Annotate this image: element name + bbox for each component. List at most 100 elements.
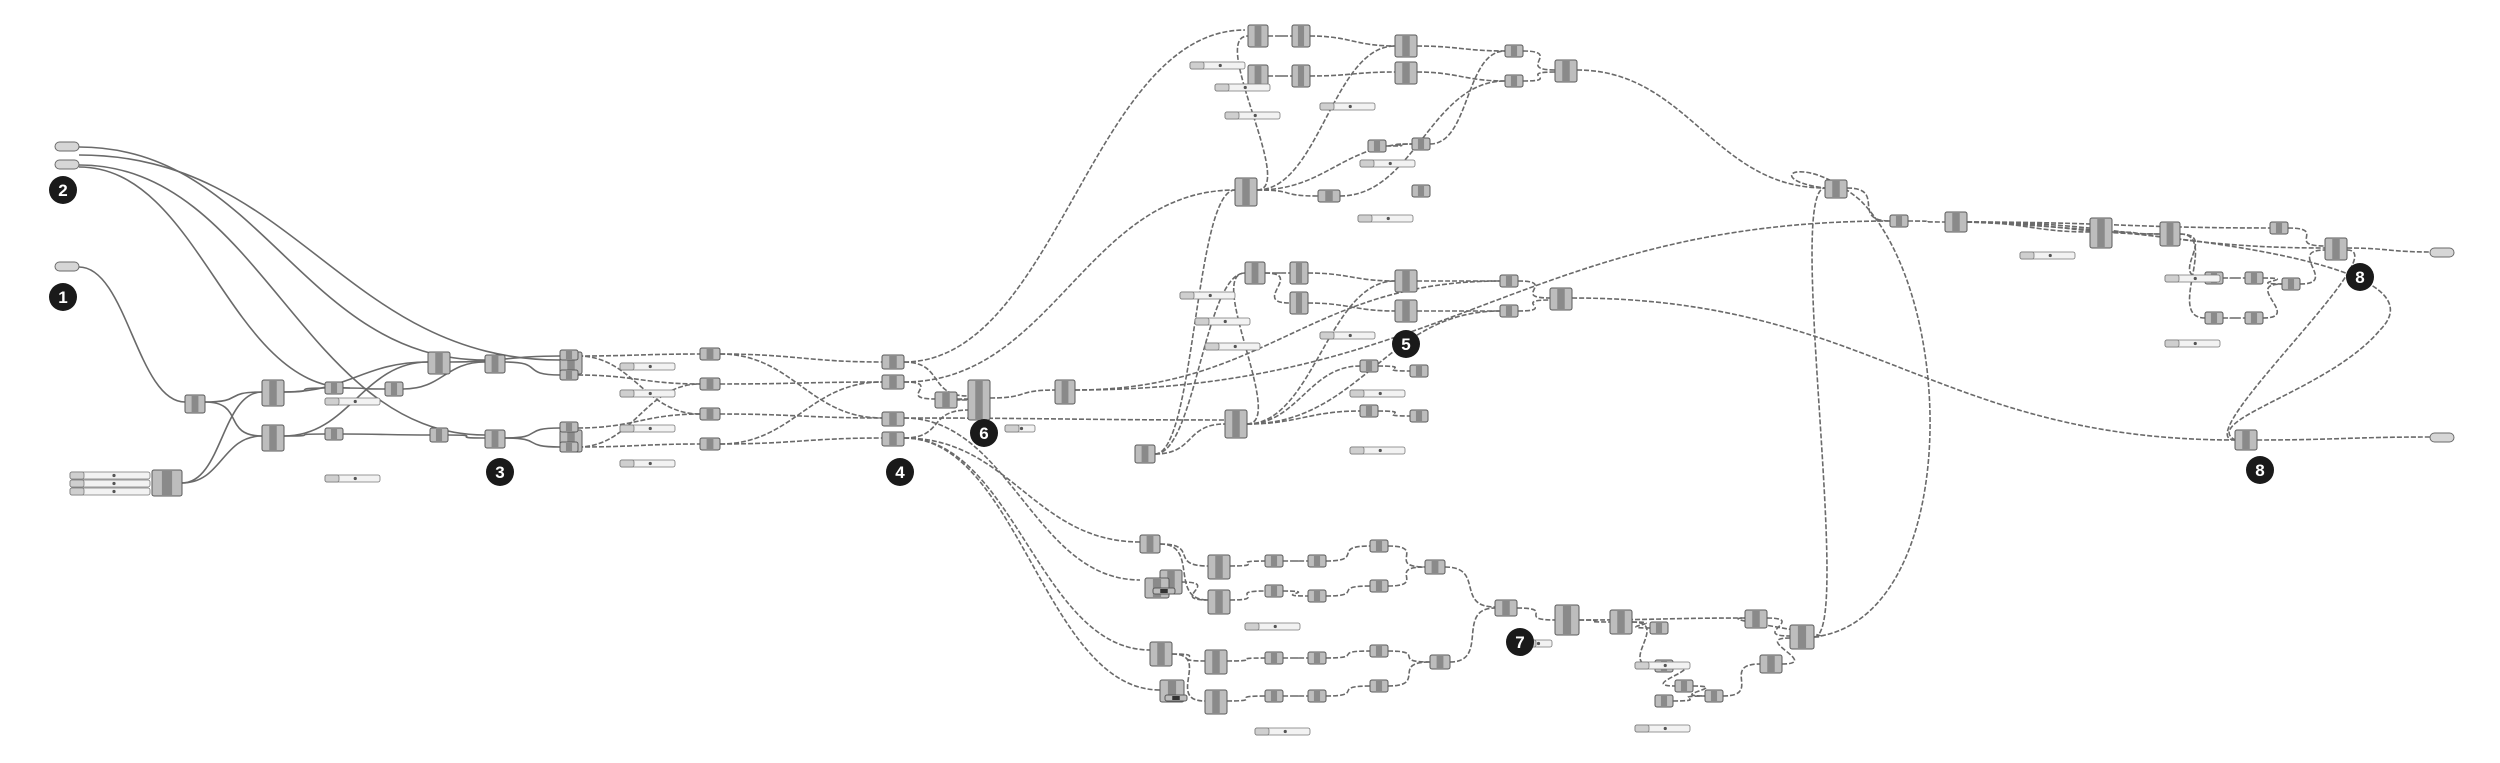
number-slider[interactable]: [1254, 727, 1311, 736]
component-node[interactable]: [934, 391, 958, 409]
component-node[interactable]: [1704, 689, 1724, 703]
number-slider[interactable]: [1349, 446, 1406, 455]
number-slider[interactable]: [1349, 389, 1406, 398]
param-capsule[interactable]: [2429, 432, 2455, 443]
number-slider[interactable]: [69, 487, 151, 496]
component-node[interactable]: [1207, 589, 1231, 615]
component-node[interactable]: [1554, 59, 1578, 83]
component-node[interactable]: [1369, 579, 1389, 593]
component-node[interactable]: [1224, 409, 1248, 439]
number-slider[interactable]: [619, 362, 676, 371]
component-node[interactable]: [261, 424, 285, 452]
component-node[interactable]: [1424, 559, 1446, 575]
component-node[interactable]: [1054, 379, 1076, 405]
component-node[interactable]: [1409, 364, 1429, 378]
component-node[interactable]: [1317, 189, 1341, 203]
component-node[interactable]: [1554, 604, 1580, 636]
number-slider[interactable]: [1179, 291, 1236, 300]
component-node[interactable]: [151, 469, 183, 497]
component-node[interactable]: [1674, 679, 1694, 693]
component-node[interactable]: [1247, 64, 1269, 88]
component-node[interactable]: [324, 381, 344, 395]
component-node[interactable]: [1654, 694, 1674, 708]
component-node[interactable]: [1499, 304, 1519, 318]
component-node[interactable]: [1394, 61, 1418, 85]
component-node[interactable]: [1359, 359, 1379, 373]
component-node[interactable]: [261, 379, 285, 407]
component-node[interactable]: [1609, 609, 1633, 635]
component-node[interactable]: [1152, 587, 1176, 595]
number-slider[interactable]: [1204, 342, 1261, 351]
component-node[interactable]: [699, 437, 721, 451]
component-node[interactable]: [184, 394, 206, 414]
component-node[interactable]: [1367, 139, 1387, 153]
param-capsule[interactable]: [2429, 247, 2455, 258]
component-node[interactable]: [559, 369, 579, 381]
component-node[interactable]: [2204, 311, 2224, 325]
component-node[interactable]: [1789, 624, 1815, 650]
component-node[interactable]: [1307, 651, 1327, 665]
component-node[interactable]: [1744, 609, 1768, 629]
component-node[interactable]: [2324, 237, 2348, 261]
component-node[interactable]: [1264, 554, 1284, 568]
component-node[interactable]: [559, 349, 579, 361]
component-node[interactable]: [324, 427, 344, 441]
component-node[interactable]: [1494, 599, 1518, 617]
component-node[interactable]: [1264, 651, 1284, 665]
component-node[interactable]: [1204, 649, 1228, 675]
component-node[interactable]: [881, 411, 905, 427]
param-capsule[interactable]: [54, 159, 80, 170]
component-node[interactable]: [1411, 184, 1431, 198]
component-node[interactable]: [1204, 689, 1228, 715]
component-node[interactable]: [1394, 269, 1418, 293]
component-node[interactable]: [1244, 261, 1266, 285]
component-node[interactable]: [2089, 217, 2113, 249]
component-node[interactable]: [1649, 621, 1669, 635]
component-node[interactable]: [699, 347, 721, 361]
component-node[interactable]: [1759, 654, 1783, 674]
component-node[interactable]: [881, 354, 905, 370]
component-node[interactable]: [1264, 689, 1284, 703]
number-slider[interactable]: [1189, 61, 1246, 70]
component-node[interactable]: [1429, 654, 1451, 670]
component-node[interactable]: [1264, 584, 1284, 598]
number-slider[interactable]: [2164, 274, 2221, 283]
component-node[interactable]: [1291, 24, 1311, 48]
component-node[interactable]: [427, 351, 451, 375]
component-node[interactable]: [484, 354, 506, 374]
number-slider[interactable]: [2019, 251, 2076, 260]
component-node[interactable]: [1247, 24, 1269, 48]
component-node[interactable]: [429, 427, 449, 443]
component-node[interactable]: [1409, 409, 1429, 423]
number-slider[interactable]: [619, 389, 676, 398]
number-slider[interactable]: [1244, 622, 1301, 631]
param-capsule[interactable]: [54, 261, 80, 272]
component-node[interactable]: [1369, 644, 1389, 658]
component-node[interactable]: [881, 374, 905, 390]
component-node[interactable]: [1164, 694, 1188, 702]
component-node[interactable]: [1504, 74, 1524, 88]
component-node[interactable]: [1394, 34, 1418, 58]
component-node[interactable]: [1149, 641, 1173, 667]
component-node[interactable]: [1824, 179, 1848, 199]
component-node[interactable]: [1889, 214, 1909, 228]
component-node[interactable]: [967, 379, 991, 421]
number-slider[interactable]: [1357, 214, 1414, 223]
component-node[interactable]: [881, 431, 905, 447]
component-node[interactable]: [1134, 444, 1156, 464]
number-slider[interactable]: [1634, 661, 1691, 670]
number-slider[interactable]: [619, 459, 676, 468]
component-node[interactable]: [1207, 554, 1231, 580]
number-slider[interactable]: [619, 424, 676, 433]
number-slider[interactable]: [1194, 317, 1251, 326]
component-node[interactable]: [559, 421, 579, 433]
number-slider[interactable]: [69, 471, 151, 480]
component-node[interactable]: [1291, 64, 1311, 88]
component-node[interactable]: [2269, 221, 2289, 235]
number-slider[interactable]: [1004, 424, 1036, 433]
component-node[interactable]: [699, 407, 721, 421]
component-node[interactable]: [1234, 177, 1258, 207]
number-slider[interactable]: [1634, 724, 1691, 733]
number-slider[interactable]: [324, 474, 381, 483]
